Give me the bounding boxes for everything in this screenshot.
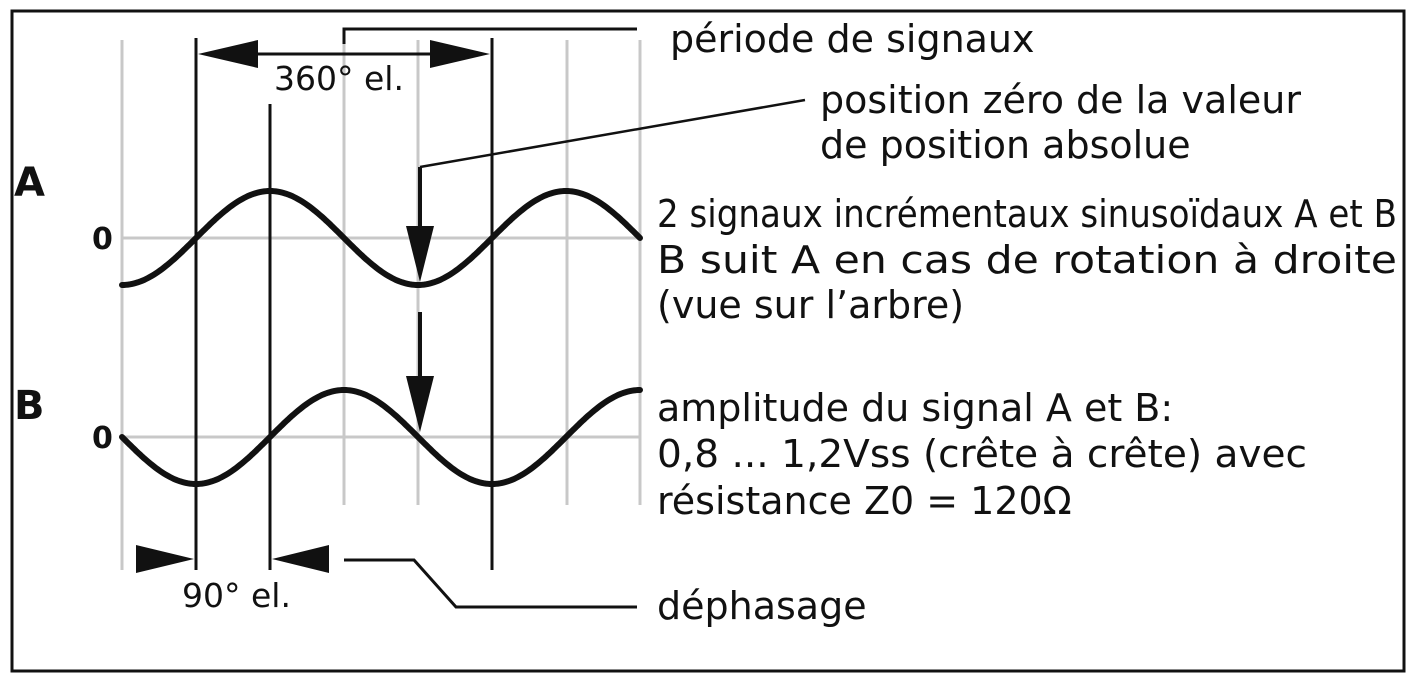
signals-line3: (vue sur l’arbre) xyxy=(657,283,964,327)
zero-label-b: 0 xyxy=(92,421,113,456)
signal-a-wave xyxy=(119,188,643,288)
period-leader-line xyxy=(342,27,637,44)
signal-b-wave xyxy=(119,387,643,487)
zero-position-line1: position zéro de la valeur xyxy=(820,78,1301,122)
amplitude-line2: 0,8 ... 1,2Vss (crête à crête) avec xyxy=(657,432,1307,476)
zero-position-marker xyxy=(406,98,806,432)
period-dimension xyxy=(198,27,637,68)
diagram-frame xyxy=(10,9,1406,673)
phase-shift-label: déphasage xyxy=(657,584,867,628)
zero-position-arrow-b xyxy=(406,376,434,432)
signal-a-label: A xyxy=(14,160,45,206)
signals-line1: 2 signaux incrémentaux sinusoïdaux A et … xyxy=(657,192,1397,236)
phase-leader-line xyxy=(344,558,637,609)
period-arrow-left xyxy=(198,40,258,68)
period-degrees-label: 360° el. xyxy=(274,59,404,98)
zero-position-leader-line xyxy=(419,98,806,169)
zero-position-line2: de position absolue xyxy=(820,123,1191,167)
phase-degrees-label: 90° el. xyxy=(182,576,291,615)
phase-dimension xyxy=(136,545,637,609)
zero-label-a: 0 xyxy=(92,222,113,257)
period-arrow-right xyxy=(430,40,490,68)
signals-line2: B suit A en cas de rotation à droite xyxy=(657,238,1397,282)
amplitude-line1: amplitude du signal A et B: xyxy=(657,386,1173,430)
phase-arrow-left xyxy=(136,545,194,573)
signal-b-label: B xyxy=(14,383,45,429)
phase-arrow-right xyxy=(272,545,329,573)
zero-position-arrow-a xyxy=(406,226,434,282)
grid-lines xyxy=(120,40,642,570)
amplitude-line3: résistance Z0 = 120Ω xyxy=(657,479,1072,523)
period-label: période de signaux xyxy=(670,17,1035,61)
